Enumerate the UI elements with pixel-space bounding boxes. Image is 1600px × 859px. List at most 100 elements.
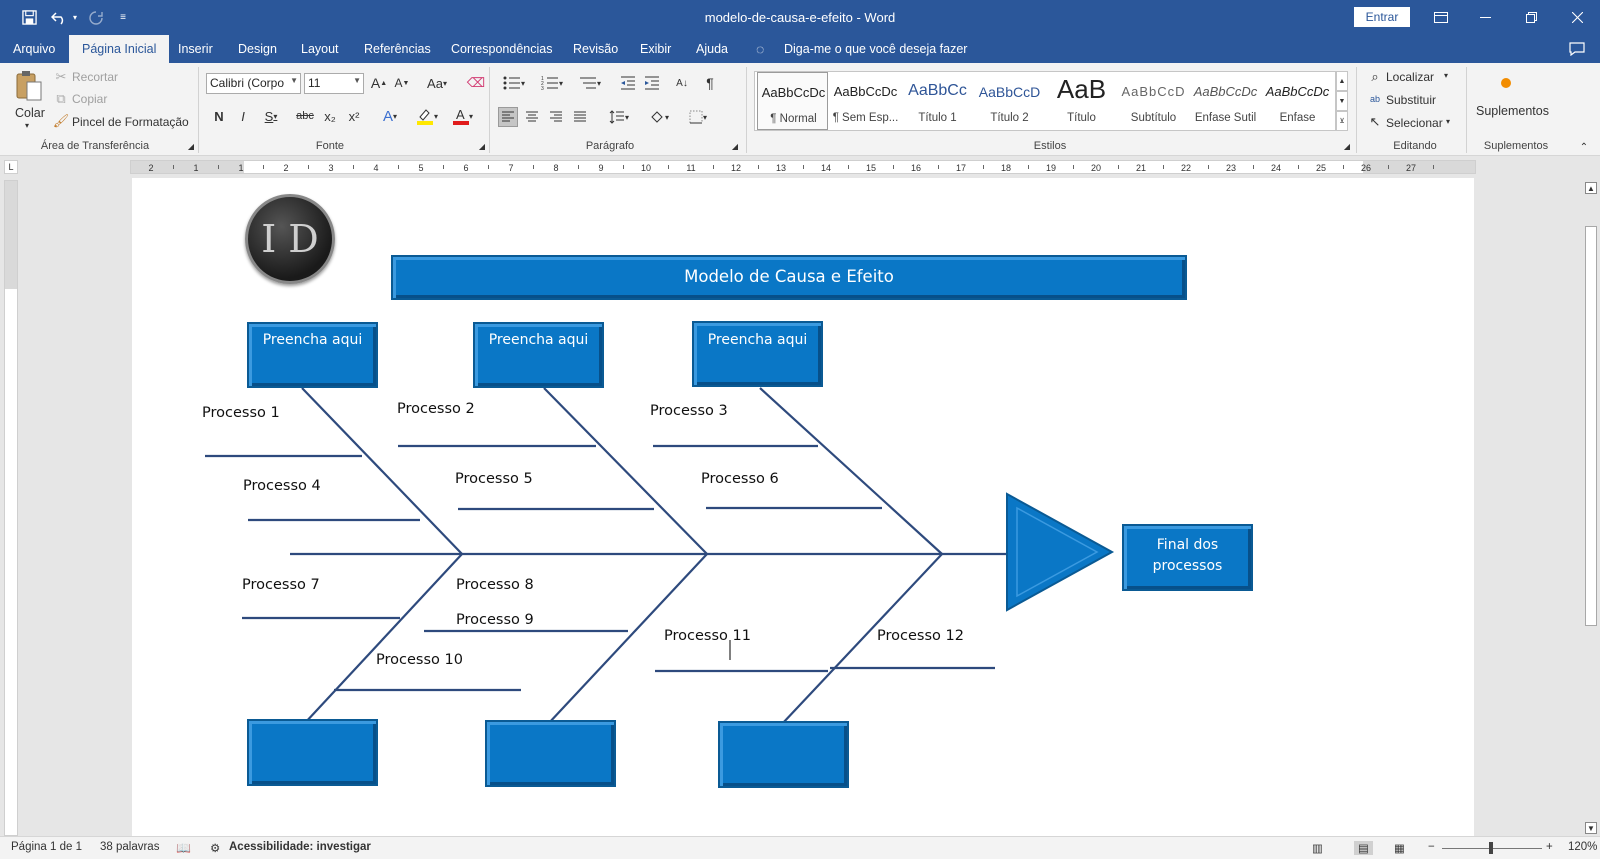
style-subtitle[interactable]: AaBbCcD Subtítulo <box>1118 72 1189 130</box>
style-emphasis[interactable]: AaBbCcDc Ênfase <box>1262 72 1333 130</box>
tab-selector-icon[interactable]: L <box>4 160 18 174</box>
style-heading-1[interactable]: AaBbCc Título 1 <box>902 72 973 130</box>
process-label-2[interactable]: Processo 2 <box>397 401 475 417</box>
borders-icon[interactable]: ▾ <box>682 107 714 127</box>
underline-icon[interactable]: S▾ <box>264 108 278 124</box>
replace-button[interactable]: Substituir <box>1386 93 1437 107</box>
tab-exibir[interactable]: Exibir <box>640 42 672 56</box>
zoom-out-icon[interactable]: − <box>1428 841 1435 853</box>
change-case-icon[interactable]: Aa▾ <box>427 75 447 91</box>
process-label-11[interactable]: Processo 11 <box>664 628 751 644</box>
sort-icon[interactable]: A↓ <box>676 77 688 89</box>
tab-layout[interactable]: Layout <box>301 42 339 56</box>
document-page[interactable]: I D Modelo de Causa e Efeito Preencha aq… <box>132 178 1474 836</box>
clear-formatting-icon[interactable]: ⌫ <box>466 75 486 90</box>
increase-indent-icon[interactable] <box>642 74 662 92</box>
zoom-slider-thumb[interactable] <box>1489 842 1493 854</box>
save-icon[interactable] <box>18 0 40 35</box>
style-normal[interactable]: AaBbCcDc ¶ Normal <box>757 72 828 130</box>
vertical-ruler[interactable] <box>4 180 18 836</box>
cut-button[interactable]: Recortar <box>72 70 119 84</box>
login-button[interactable]: Entrar <box>1354 7 1410 27</box>
multilevel-list-icon[interactable]: ▾ <box>574 74 606 92</box>
process-label-7[interactable]: Processo 7 <box>242 577 320 593</box>
decrease-indent-icon[interactable] <box>618 74 638 92</box>
paste-icon[interactable] <box>14 69 44 103</box>
print-layout-icon[interactable]: ▤ <box>1354 841 1373 855</box>
styles-scroll-down-icon[interactable]: ▼ <box>1336 91 1348 111</box>
close-icon[interactable] <box>1560 0 1594 35</box>
cause-box-top-3[interactable]: Preencha aqui <box>692 321 823 387</box>
zoom-level[interactable]: 120% <box>1568 841 1598 853</box>
style-subtle-emphasis[interactable]: AaBbCcDc Ênfase Sutil <box>1190 72 1261 130</box>
justify-icon[interactable] <box>570 107 590 127</box>
process-label-1[interactable]: Processo 1 <box>202 405 280 421</box>
process-label-5[interactable]: Processo 5 <box>455 471 533 487</box>
align-right-icon[interactable] <box>546 107 566 127</box>
subscript-icon[interactable]: x₂ <box>324 108 336 124</box>
final-box[interactable]: Final dos processos <box>1122 524 1253 591</box>
word-count[interactable]: 38 palavras <box>100 841 160 853</box>
bold-icon[interactable]: N <box>214 108 224 124</box>
cause-box-bottom-1[interactable] <box>247 719 378 786</box>
superscript-icon[interactable]: x² <box>348 108 360 124</box>
process-label-8[interactable]: Processo 8 <box>456 577 534 593</box>
process-label-4[interactable]: Processo 4 <box>243 478 321 494</box>
cause-box-bottom-3[interactable] <box>718 721 849 788</box>
undo-dropdown-icon[interactable]: ▾ <box>72 13 77 22</box>
show-formatting-icon[interactable]: ¶ <box>706 75 714 91</box>
tab-arquivo[interactable]: Arquivo <box>13 42 56 56</box>
paste-button[interactable]: Colar <box>15 106 45 120</box>
scroll-up-icon[interactable]: ▲ <box>1585 182 1597 194</box>
paste-dropdown-icon[interactable]: ▾ <box>25 121 30 130</box>
process-label-10[interactable]: Processo 10 <box>376 652 463 668</box>
accessibility-status[interactable]: Acessibilidade: investigar <box>229 841 371 853</box>
font-size-combo[interactable]: 11▼ <box>304 73 364 94</box>
vertical-scrollbar[interactable]: ▲ ▼ <box>1582 180 1600 836</box>
shrink-font-icon[interactable]: A▼ <box>394 76 410 90</box>
styles-launcher-icon[interactable]: ◢ <box>1343 141 1351 151</box>
find-button[interactable]: Localizar <box>1386 70 1435 84</box>
addins-button[interactable]: Suplementos <box>1476 104 1549 118</box>
cause-box-top-1[interactable]: Preencha aqui <box>247 322 378 388</box>
process-label-6[interactable]: Processo 6 <box>701 471 779 487</box>
zoom-in-icon[interactable]: + <box>1546 841 1553 853</box>
find-dropdown-icon[interactable]: ▾ <box>1444 71 1449 80</box>
cause-box-bottom-2[interactable] <box>485 720 616 787</box>
font-launcher-icon[interactable]: ◢ <box>478 141 486 151</box>
paragraph-launcher-icon[interactable]: ◢ <box>731 141 739 151</box>
text-effects-icon[interactable]: A▾ <box>382 107 398 125</box>
italic-icon[interactable]: I <box>241 108 245 124</box>
scroll-thumb[interactable] <box>1585 226 1597 626</box>
grow-font-icon[interactable]: A▲ <box>370 75 388 91</box>
clipboard-launcher-icon[interactable]: ◢ <box>187 141 195 151</box>
style-title[interactable]: AaB Título <box>1046 72 1117 130</box>
page-count[interactable]: Página 1 de 1 <box>11 841 82 853</box>
styles-scroll-up-icon[interactable]: ▲ <box>1336 71 1348 91</box>
collapse-ribbon-icon[interactable]: ⌃ <box>1579 141 1589 153</box>
tab-design[interactable]: Design <box>238 42 277 56</box>
tab-correspondencias[interactable]: Correspondências <box>451 42 553 56</box>
process-label-9[interactable]: Processo 9 <box>456 612 534 628</box>
align-center-icon[interactable] <box>522 107 542 127</box>
process-label-3[interactable]: Processo 3 <box>650 403 728 419</box>
font-color-icon[interactable]: A▾ <box>448 107 478 125</box>
scroll-down-icon[interactable]: ▼ <box>1585 822 1597 834</box>
web-layout-icon[interactable]: ▦ <box>1394 843 1405 855</box>
process-label-12[interactable]: Processo 12 <box>877 628 964 644</box>
redo-icon[interactable] <box>86 0 106 35</box>
styles-more-icon[interactable]: ⊻ <box>1336 111 1348 131</box>
restore-icon[interactable] <box>1514 0 1548 35</box>
style-heading-2[interactable]: AaBbCcD Título 2 <box>974 72 1045 130</box>
title-banner[interactable]: Modelo de Causa e Efeito <box>391 255 1187 300</box>
style-no-spacing[interactable]: AaBbCcDc ¶ Sem Esp... <box>830 72 901 130</box>
tab-referencias[interactable]: Referências <box>364 42 431 56</box>
copy-button[interactable]: Copiar <box>72 92 108 106</box>
bullets-icon[interactable]: ▾ <box>498 74 530 92</box>
font-name-combo[interactable]: Calibri (Corpo▼ <box>206 73 301 94</box>
tab-revisao[interactable]: Revisão <box>573 42 619 56</box>
proofing-icon[interactable]: 📖 <box>176 841 191 855</box>
tell-me-search[interactable]: Diga-me o que você deseja fazer <box>784 42 968 56</box>
